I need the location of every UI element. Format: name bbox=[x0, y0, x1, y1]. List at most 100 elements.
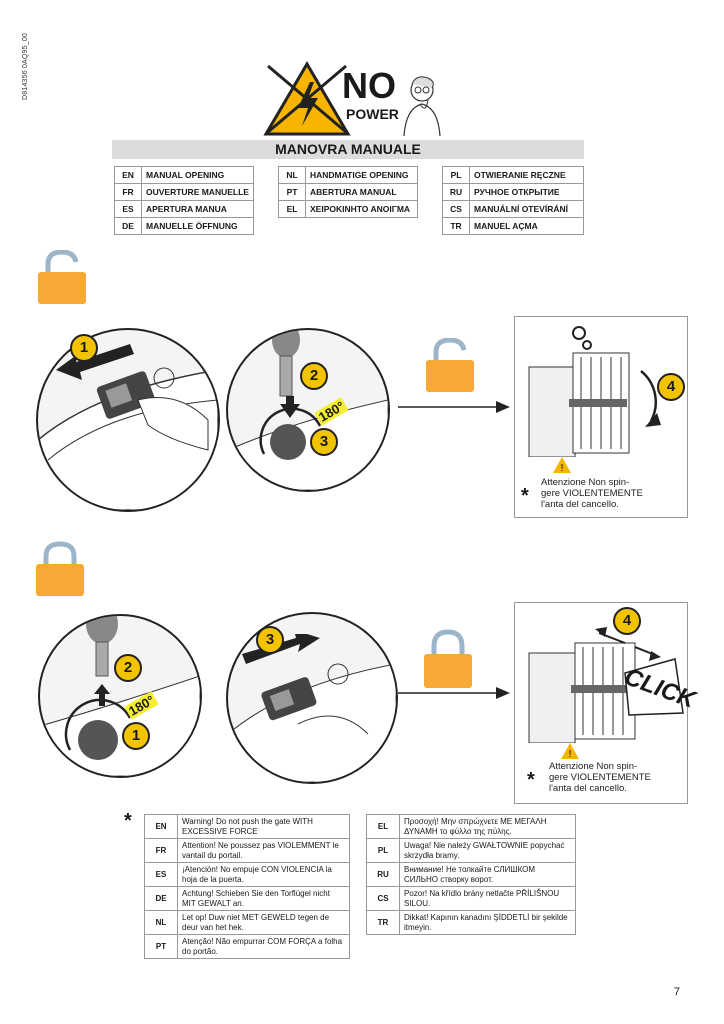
arrow-right-icon bbox=[398, 687, 510, 699]
document-code: D814356 0AQ95_00 bbox=[22, 32, 29, 100]
attention-line-2: gere VIOLENTEMENTE bbox=[541, 488, 643, 499]
step-1-badge: 1 bbox=[122, 722, 150, 750]
motor-cover-drawing bbox=[228, 663, 396, 782]
padlock-open-icon bbox=[38, 250, 86, 304]
attention-note: Attenzione Non spin- gere VIOLENTEMENTE … bbox=[549, 761, 651, 794]
caution-triangle-icon: ! bbox=[553, 457, 571, 473]
gate-drawing bbox=[528, 326, 661, 458]
lang-code: DE bbox=[114, 217, 142, 235]
step-4-badge: 4 bbox=[657, 373, 685, 401]
gate-panel-open: 4 ! * Attenzione Non spin- gere VIOLENTE… bbox=[514, 316, 688, 518]
caution-triangle-icon: ! bbox=[561, 743, 579, 759]
attention-line-1: Attenzione Non spin- bbox=[549, 761, 638, 772]
attention-line-3: l'anta del cancello. bbox=[541, 499, 619, 510]
no-label: NO bbox=[342, 65, 396, 106]
warning-triangle-icon bbox=[263, 61, 351, 136]
page-title: MANOVRA MANUALE bbox=[112, 140, 584, 159]
warn-code: ES bbox=[144, 862, 178, 887]
lang-code: PL bbox=[442, 166, 470, 184]
no-power-header: NO POWER bbox=[262, 60, 462, 138]
warn-text: Προσοχή! Μην σπρώχνετε ΜΕ ΜΕΓΑΛΗ ΔΥΝΑΜΗ … bbox=[399, 814, 576, 839]
lang-code: RU bbox=[442, 183, 470, 201]
arrow-down-icon bbox=[280, 396, 300, 418]
step-illustration-key-return bbox=[38, 614, 202, 778]
lang-text: HANDMATIGE OPENING bbox=[305, 166, 418, 184]
warn-text: Achtung! Schieben Sie den Torflügel nich… bbox=[177, 886, 350, 911]
padlock-closed-icon bbox=[36, 541, 84, 596]
step-1-badge: 1 bbox=[70, 334, 98, 362]
padlock-closed-icon bbox=[424, 629, 472, 688]
warn-text: Warning! Do not push the gate WITH EXCES… bbox=[177, 814, 350, 839]
warn-code: EL bbox=[366, 814, 400, 839]
step-illustration-release-lever bbox=[36, 328, 220, 512]
warn-code: TR bbox=[366, 910, 400, 935]
lang-code: TR bbox=[442, 217, 470, 235]
warn-code: PL bbox=[366, 838, 400, 863]
warn-text: Let op! Duw niet MET GEWELD tegen de deu… bbox=[177, 910, 350, 935]
padlock-open-icon bbox=[426, 338, 474, 392]
lang-text: РУЧНОЕ ОТКРЫТИЕ bbox=[469, 183, 584, 201]
motor-cover-drawing bbox=[38, 367, 218, 510]
warn-code: RU bbox=[366, 862, 400, 887]
power-label: POWER bbox=[346, 106, 399, 122]
lang-text: OUVERTURE MANUELLE bbox=[141, 183, 254, 201]
lang-text: MANUEL AÇMA bbox=[469, 217, 584, 235]
arrow-right-icon bbox=[242, 634, 320, 664]
gate-panel-closed: CLICK 4 ! * Attenzione Non spin- gere VI… bbox=[514, 602, 699, 804]
step-2-badge: 2 bbox=[114, 654, 142, 682]
lang-text: ABERTURA MANUAL bbox=[305, 183, 418, 201]
warn-code: CS bbox=[366, 886, 400, 911]
arrow-up-icon bbox=[94, 684, 110, 706]
gears-icon bbox=[572, 326, 592, 350]
page-number: 7 bbox=[673, 986, 680, 998]
warn-text: Pozor! Na křídlo brány netlačte PŘÍLIŠNO… bbox=[399, 886, 576, 911]
svg-text:!: ! bbox=[569, 749, 572, 759]
step-3-badge: 3 bbox=[256, 626, 284, 654]
lang-text: MANUELLE ÖFFNUNG bbox=[141, 217, 254, 235]
asterisk-marker: * bbox=[521, 485, 529, 507]
warn-text: Attention! Ne poussez pas VIOLEMMENT le … bbox=[177, 838, 350, 863]
attention-line-1: Attenzione Non spin- bbox=[541, 477, 630, 488]
step-illustration-key-turn bbox=[226, 328, 390, 492]
svg-text:!: ! bbox=[561, 463, 564, 473]
lang-code: CS bbox=[442, 200, 470, 218]
lang-text: ΧΕΙΡΟΚΙΝΗΤΟ ΑΝΟΙΓΜΑ bbox=[305, 200, 418, 218]
lang-code: PT bbox=[278, 183, 306, 201]
lang-code: EL bbox=[278, 200, 306, 218]
step-2-badge: 2 bbox=[300, 362, 328, 390]
warn-code: FR bbox=[144, 838, 178, 863]
step-4-badge: 4 bbox=[613, 607, 641, 635]
warn-text: Atenção! Não empurrar COM FORÇA a folha … bbox=[177, 934, 350, 959]
warn-code: DE bbox=[144, 886, 178, 911]
asterisk-marker: * bbox=[124, 810, 132, 832]
warn-code: EN bbox=[144, 814, 178, 839]
attention-note: Attenzione Non spin- gere VIOLENTEMENTE … bbox=[541, 477, 643, 510]
lang-code: NL bbox=[278, 166, 306, 184]
lang-text: MANUAL OPENING bbox=[141, 166, 254, 184]
lang-code: ES bbox=[114, 200, 142, 218]
lang-text: APERTURA MANUA bbox=[141, 200, 254, 218]
attention-line-3: l'anta del cancello. bbox=[549, 783, 627, 794]
lang-code: FR bbox=[114, 183, 142, 201]
gate-drawing bbox=[528, 627, 684, 744]
attention-line-2: gere VIOLENTEMENTE bbox=[549, 772, 651, 783]
warn-text: Внимание! Не толкайте СЛИШКОМ СИЛЬНО ств… bbox=[399, 862, 576, 887]
warn-code: PT bbox=[144, 934, 178, 959]
key-lock-drawing bbox=[228, 330, 388, 490]
lang-code: EN bbox=[114, 166, 142, 184]
lang-text: OTWIERANIE RĘCZNE bbox=[469, 166, 584, 184]
warn-text: ¡Atención! No empuje CON VIOLENCIA la ho… bbox=[177, 862, 350, 887]
step-3-badge: 3 bbox=[310, 428, 338, 456]
warn-text: Uwaga! Nie należy GWAŁTOWNIE popychać sk… bbox=[399, 838, 576, 863]
arrow-left-icon bbox=[56, 344, 134, 380]
warn-code: NL bbox=[144, 910, 178, 935]
arrow-right-icon bbox=[398, 401, 510, 413]
thinking-person-icon bbox=[403, 76, 441, 136]
warn-text: Dikkat! Kapının kanadını ŞİDDETLİ bir şe… bbox=[399, 910, 576, 935]
asterisk-marker: * bbox=[527, 769, 535, 791]
